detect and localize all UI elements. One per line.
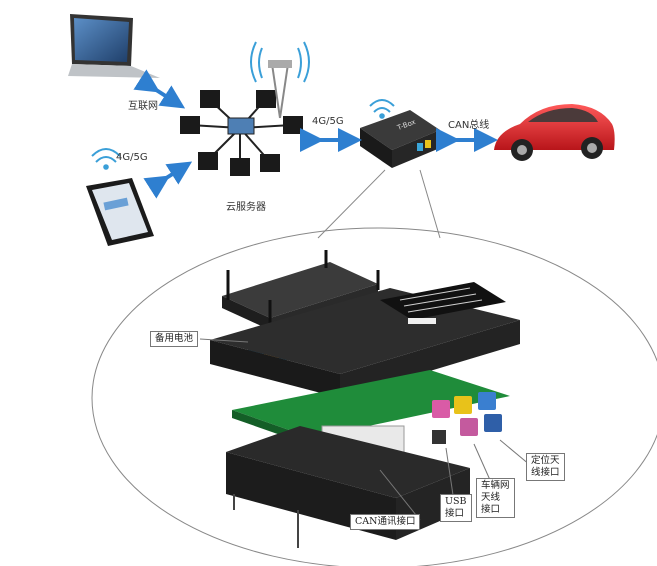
label-4g5g-phone: 4G/5G bbox=[116, 152, 148, 163]
bottom-housing bbox=[226, 426, 470, 548]
tbox-device-icon bbox=[360, 110, 440, 168]
label-vehicle-net-antenna: 车辆网 天线 接口 bbox=[476, 478, 515, 518]
label-positioning-antenna-line1: 定位天 bbox=[531, 455, 560, 467]
label-backup-battery: 备用电池 bbox=[150, 331, 198, 347]
cloud-server-icon bbox=[180, 60, 303, 176]
arrow-phone-cloud bbox=[160, 168, 182, 182]
label-positioning-antenna-line2: 线接口 bbox=[531, 467, 560, 479]
label-can-comm-port: CAN通讯接口 bbox=[350, 514, 420, 530]
label-internet: 互联网 bbox=[128, 97, 158, 112]
label-usb-line1: USB bbox=[445, 496, 467, 508]
smartphone-icon bbox=[86, 178, 154, 246]
label-usb-line2: 接口 bbox=[445, 508, 467, 520]
label-cloud-server: 云服务器 bbox=[226, 198, 266, 213]
label-4g5g-device: 4G/5G bbox=[312, 116, 344, 127]
label-vehicle-net-line3: 接口 bbox=[481, 504, 510, 516]
label-positioning-antenna: 定位天 线接口 bbox=[526, 453, 565, 481]
label-vehicle-net-line1: 车辆网 bbox=[481, 480, 510, 492]
label-usb-port: USB 接口 bbox=[440, 494, 472, 522]
car-icon bbox=[494, 104, 615, 161]
device-wifi-icon bbox=[370, 100, 394, 118]
label-can-bus: CAN总线 bbox=[448, 116, 489, 131]
callout-line-right bbox=[420, 170, 440, 238]
label-vehicle-net-line2: 天线 bbox=[481, 492, 510, 504]
laptop-icon bbox=[68, 14, 160, 78]
